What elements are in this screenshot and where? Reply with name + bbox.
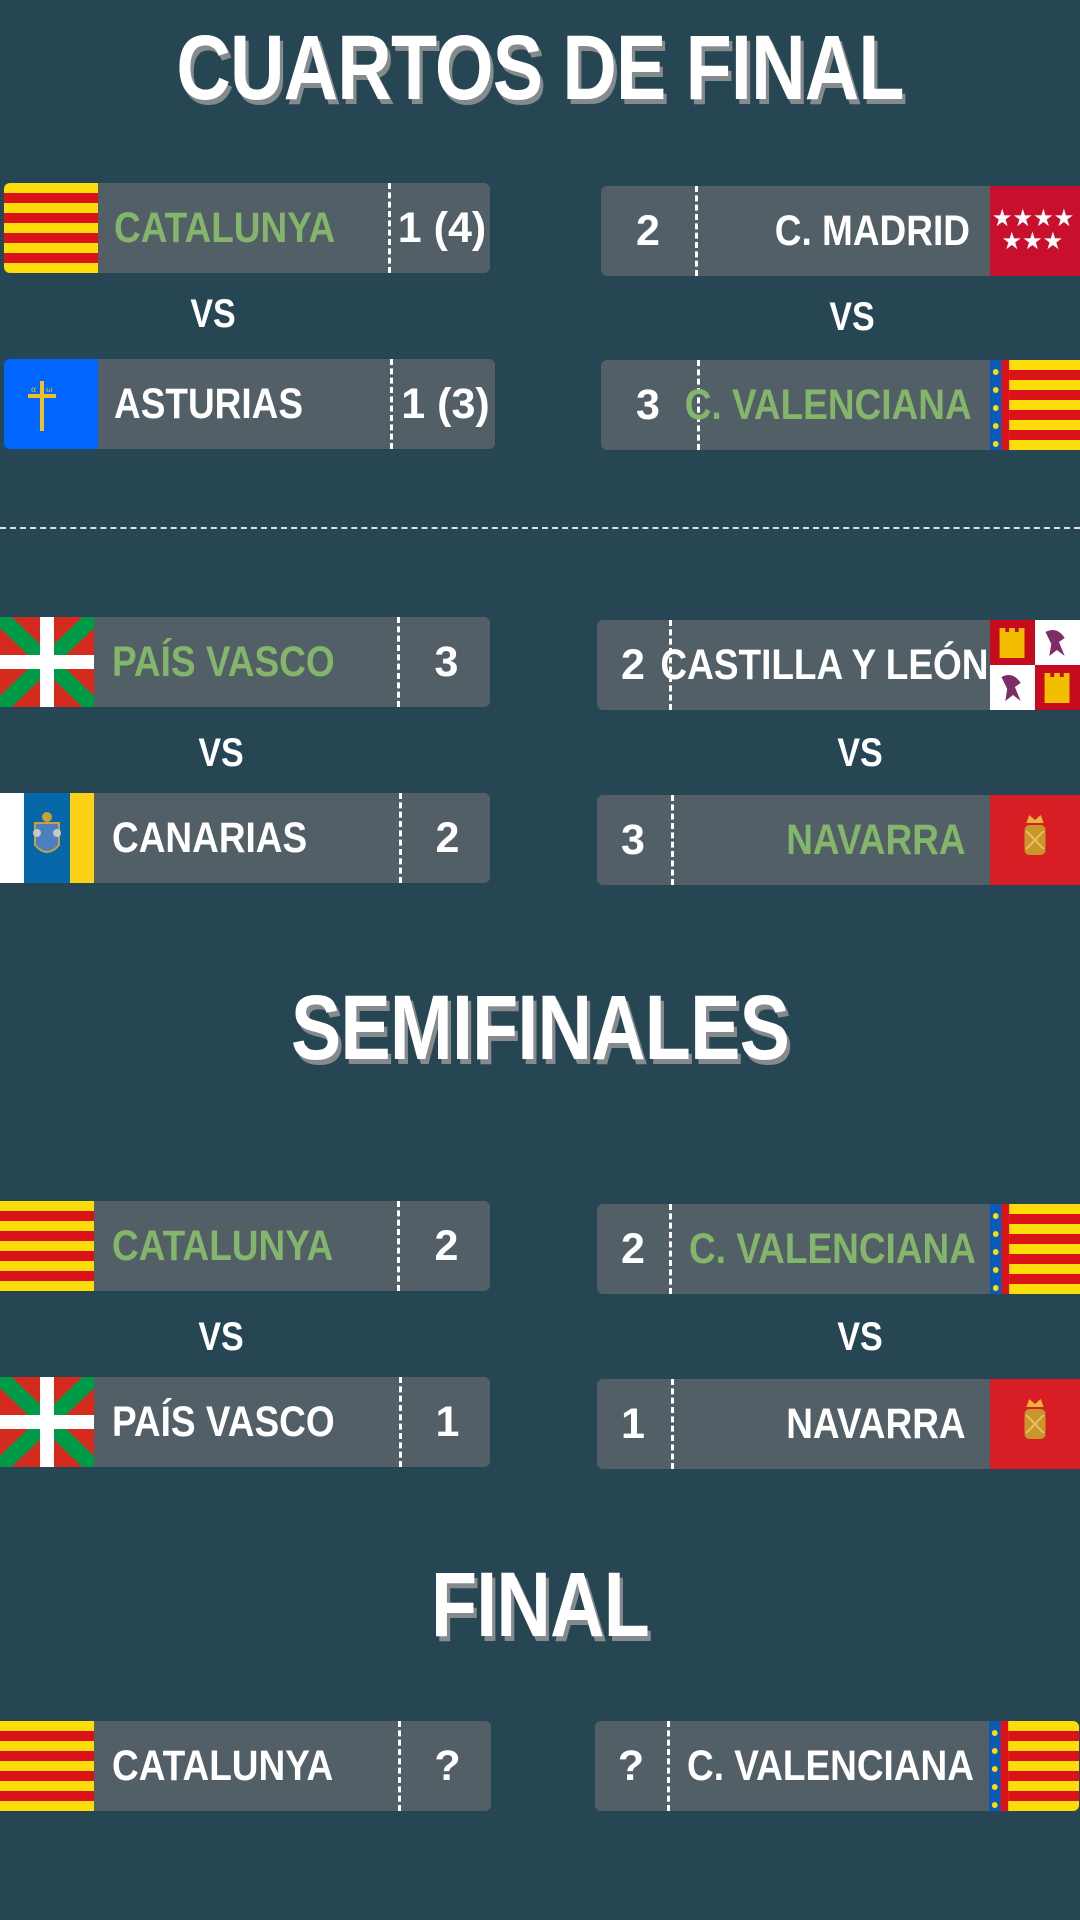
score-divider <box>667 1721 670 1811</box>
vs-label: VS <box>198 1315 244 1359</box>
team-score: 1 (3) <box>401 380 490 428</box>
team-score: 3 <box>636 381 660 429</box>
team-name: C. VALENCIANA <box>687 1742 974 1790</box>
team-name: PAÍS VASCO <box>112 1398 335 1446</box>
score-divider <box>398 1721 401 1811</box>
semifinals-heading: SEMIFINALES <box>290 977 790 1079</box>
score-divider <box>397 1201 400 1291</box>
team-name: C. VALENCIANA <box>689 1225 976 1273</box>
team-score: 2 <box>434 1222 459 1270</box>
quarterfinals-heading: CUARTOS DE FINAL <box>176 17 904 119</box>
valenciana-flag-icon <box>990 1204 1080 1294</box>
qf2-team1-card[interactable]: 2 C. MADRID <box>601 186 1080 276</box>
navarra-flag-icon <box>990 1379 1080 1469</box>
vs-label: VS <box>198 731 244 775</box>
pais-vasco-flag-icon <box>0 617 94 707</box>
canarias-flag-icon <box>0 793 94 883</box>
madrid-flag-icon <box>990 186 1080 276</box>
score-divider <box>669 1204 672 1294</box>
score-divider <box>697 360 700 450</box>
score-divider <box>671 1379 674 1469</box>
asturias-flag-icon <box>4 359 98 449</box>
sf2-team2-card[interactable]: 1 NAVARRA <box>597 1379 1080 1469</box>
catalunya-flag-icon <box>4 183 98 273</box>
qf2-team2-card[interactable]: 3 C. VALENCIANA <box>601 360 1080 450</box>
castilla-leon-flag-icon <box>990 620 1080 710</box>
final-team1-card[interactable]: CATALUNYA ? <box>0 1721 491 1811</box>
team-score: 3 <box>434 638 459 686</box>
team-name: NAVARRA <box>786 816 966 864</box>
catalunya-flag-icon <box>0 1201 94 1291</box>
score-divider <box>671 795 674 885</box>
pais-vasco-flag-icon <box>0 1377 94 1467</box>
team-name: C. VALENCIANA <box>685 381 972 429</box>
score-divider <box>695 186 698 276</box>
team-name: ASTURIAS <box>114 380 304 428</box>
final-team2-card[interactable]: ? C. VALENCIANA <box>595 1721 1079 1811</box>
score-divider <box>399 1377 402 1467</box>
team-score: 2 <box>621 1225 645 1273</box>
team-score: 1 <box>621 1400 645 1448</box>
vs-label: VS <box>190 292 236 336</box>
qf1-team2-card[interactable]: ASTURIAS 1 (3) <box>4 359 495 449</box>
qf3-team2-card[interactable]: CANARIAS 2 <box>0 793 490 883</box>
team-name: CATALUNYA <box>112 1222 334 1270</box>
final-heading: FINAL <box>431 1554 650 1656</box>
navarra-flag-icon <box>990 795 1080 885</box>
team-name: CANARIAS <box>112 814 308 862</box>
sf2-team1-card[interactable]: 2 C. VALENCIANA <box>597 1204 1080 1294</box>
team-score: ? <box>434 1742 461 1790</box>
section-divider <box>0 527 1080 529</box>
team-score: 1 (4) <box>397 204 487 252</box>
score-divider <box>388 183 391 273</box>
valenciana-flag-icon <box>990 360 1080 450</box>
vs-label: VS <box>837 731 883 775</box>
vs-label: VS <box>829 295 875 339</box>
team-score: 1 <box>435 1398 460 1446</box>
score-divider <box>390 359 393 449</box>
team-score: 2 <box>435 814 460 862</box>
valenciana-flag-icon <box>989 1721 1079 1811</box>
vs-label: VS <box>837 1315 883 1359</box>
team-score: 2 <box>621 641 645 689</box>
team-name: CATALUNYA <box>112 1742 334 1790</box>
qf4-team2-card[interactable]: 3 NAVARRA <box>597 795 1080 885</box>
sf1-team1-card[interactable]: CATALUNYA 2 <box>0 1201 490 1291</box>
qf3-team1-card[interactable]: PAÍS VASCO 3 <box>0 617 490 707</box>
team-name: NAVARRA <box>786 1400 966 1448</box>
score-divider <box>669 620 672 710</box>
team-name: PAÍS VASCO <box>112 638 335 686</box>
team-name: CASTILLA Y LEÓN <box>659 641 988 689</box>
team-score: 3 <box>621 816 645 864</box>
qf1-team1-card[interactable]: CATALUNYA 1 (4) <box>4 183 490 273</box>
sf1-team2-card[interactable]: PAÍS VASCO 1 <box>0 1377 490 1467</box>
score-divider <box>397 617 400 707</box>
score-divider <box>399 793 402 883</box>
team-score: ? <box>617 1742 645 1790</box>
team-name: C. MADRID <box>774 207 970 255</box>
qf4-team1-card[interactable]: 2 CASTILLA Y LEÓN <box>597 620 1080 710</box>
team-name: CATALUNYA <box>114 204 336 252</box>
catalunya-flag-icon <box>0 1721 94 1811</box>
team-score: 2 <box>636 207 660 255</box>
